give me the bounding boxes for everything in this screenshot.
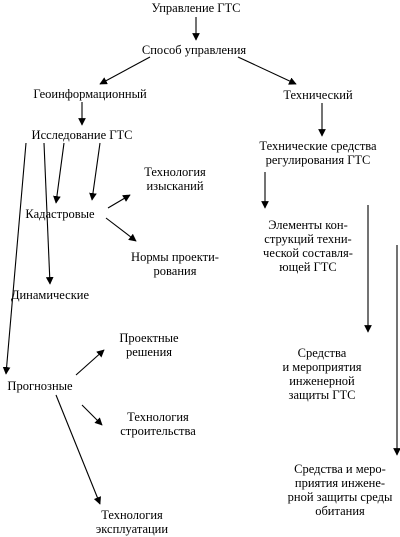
node-method-line: Способ управления [141, 43, 247, 57]
node-constr-tech: Технология строительства [120, 410, 196, 438]
node-eng-protection-line-4: защиты ГТС [288, 388, 356, 402]
edge-research-to-cadastral-right [89, 142, 101, 201]
node-design-norms-line-2: рования [153, 264, 197, 278]
node-elements-line-3: ческой составля- [263, 246, 353, 260]
node-eng-protection-line-1: Средства [297, 346, 347, 360]
node-constr-tech-line-1: Технология [127, 410, 189, 424]
node-elements-line-2: струкций техни- [264, 232, 352, 246]
node-tech-means: Технические средства регулирования ГТС [259, 139, 376, 167]
node-root: Управление ГТС [151, 1, 240, 15]
node-research: Исследование ГТС [32, 128, 133, 142]
node-tech-means-line-1: Технические средства [259, 139, 377, 153]
node-elements: Элементы кон- струкций техни- ческой сос… [263, 218, 353, 274]
edge-cadastral-to-design-norms [105, 217, 137, 242]
node-cadastral-line: Кадастровые [25, 207, 95, 221]
node-geo: Геоинформационный [33, 87, 146, 101]
node-oper-tech-line-1: Технология [101, 508, 163, 522]
node-env-protection: Средства и меро- приятия инжене- рной за… [288, 462, 393, 518]
edge-cadastral-to-survey-tech [107, 194, 131, 209]
node-root-line: Управление ГТС [151, 1, 241, 15]
node-design-norms-line-1: Нормы проекти- [131, 250, 219, 264]
node-env-protection-line-3: рной защиты среды [287, 490, 393, 504]
edge-research-to-cadastral [53, 142, 65, 204]
node-env-protection-line-2: приятия инжене- [294, 476, 386, 490]
edge-method-to-geo [99, 56, 151, 85]
node-env-protection-line-1: Средства и меро- [294, 462, 386, 476]
node-cadastral: Кадастровые [25, 207, 94, 221]
node-eng-protection-line-3: инженерной [289, 374, 355, 388]
node-design-solutions: Проектные решения [119, 331, 178, 359]
edge-method-to-tech [237, 56, 297, 85]
node-design-solutions-line-2: решения [125, 345, 173, 359]
node-elements-line-4: ющей ГТС [279, 260, 337, 274]
node-eng-protection: Средства и мероприятия инженерной защиты… [282, 346, 361, 402]
node-eng-protection-line-2: и мероприятия [282, 360, 362, 374]
edge-forecast-to-oper-tech [55, 394, 101, 505]
edge-research-to-forecast [2, 142, 27, 375]
node-dynamic-line: Динамические [10, 288, 90, 302]
node-forecast: Прогнозные [7, 379, 72, 393]
node-tech-line: Технический [283, 88, 353, 102]
node-env-protection-line-4: обитания [315, 504, 365, 518]
node-design-norms: Нормы проекти- рования [131, 250, 219, 278]
edge-forecast-to-constr-tech [81, 404, 103, 426]
node-survey-tech: Технология изысканий [144, 165, 206, 193]
node-tech-means-line-2: регулирования ГТС [265, 153, 371, 167]
node-constr-tech-line-2: строительства [120, 424, 196, 438]
node-method: Способ управления [142, 43, 246, 57]
node-oper-tech-line-2: эксплуатации [95, 522, 169, 536]
node-oper-tech: Технология эксплуатации [96, 508, 168, 536]
node-dynamic: Динамические [11, 288, 89, 302]
edge-forecast-to-design-solutions [75, 349, 105, 376]
node-design-solutions-line-1: Проектные [119, 331, 179, 345]
node-survey-tech-line-2: изысканий [146, 179, 204, 193]
node-geo-line: Геоинформационный [33, 87, 147, 101]
node-survey-tech-line-1: Технология [144, 165, 206, 179]
edge-research-to-dynamic [43, 142, 54, 285]
node-elements-line-1: Элементы кон- [268, 218, 348, 232]
node-forecast-line: Прогнозные [7, 379, 73, 393]
node-tech: Технический [283, 88, 352, 102]
node-research-line: Исследование ГТС [31, 128, 133, 142]
